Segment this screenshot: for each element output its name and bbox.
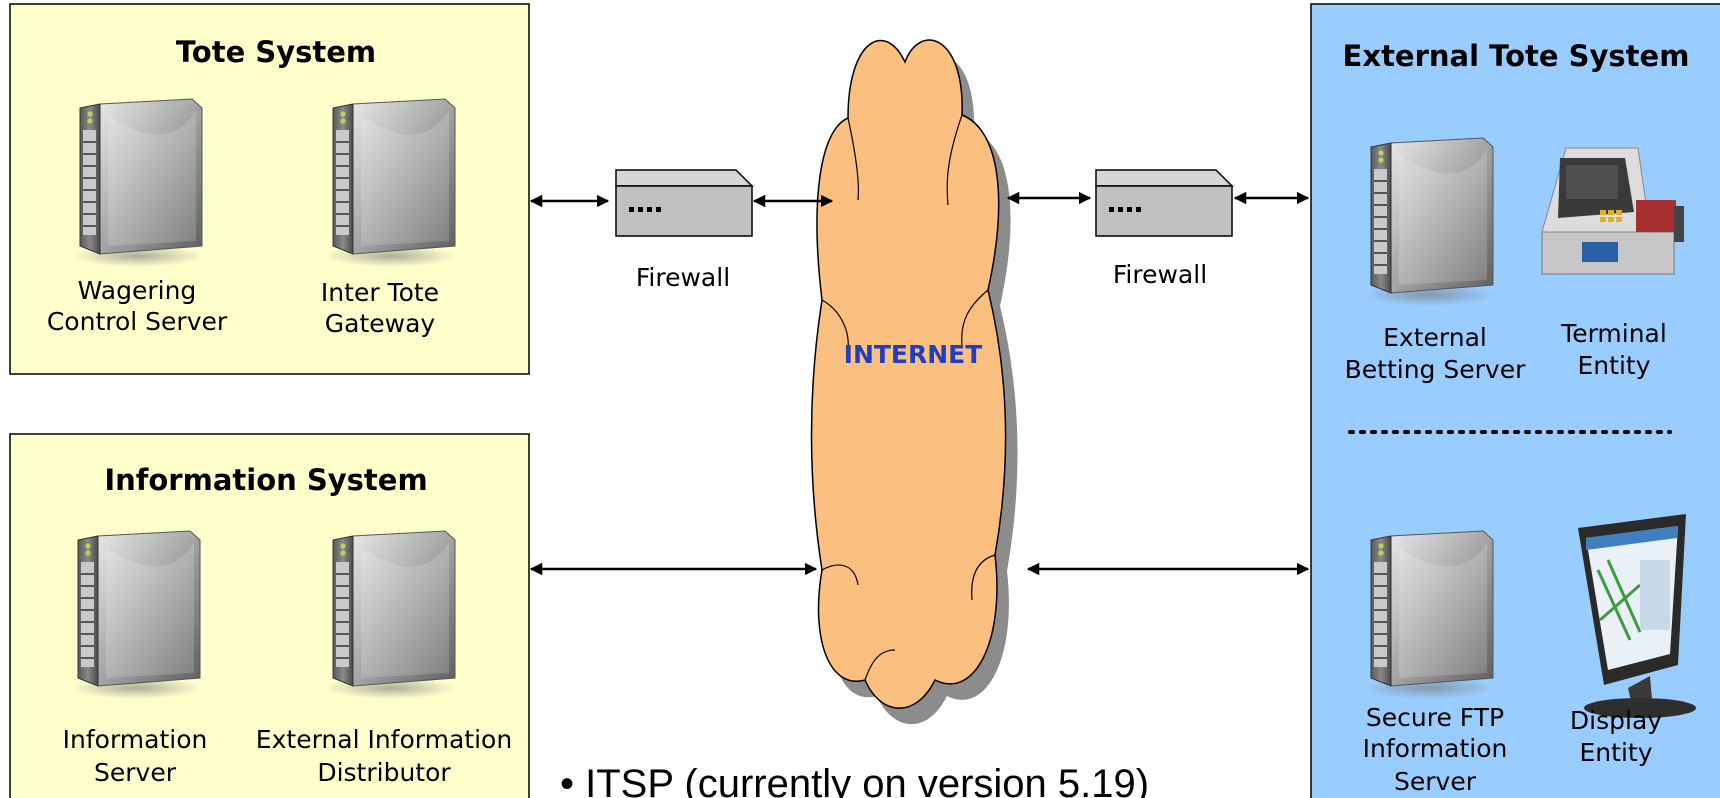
ftp-server-label-3: Server (1394, 767, 1477, 796)
external-information-distributor-icon (324, 530, 458, 700)
betting-server-label-2: Betting Server (1345, 355, 1526, 384)
information-server-label-1: Information (63, 725, 208, 754)
terminal-icon (1541, 147, 1684, 275)
external-tote-system-title: External Tote System (1343, 39, 1690, 73)
internet-cloud (810, 39, 1018, 725)
version-bullet: • ITSP (currently on version 5.19) (560, 762, 1149, 798)
information-server-label-2: Server (94, 758, 177, 787)
wagering-server-label-1: Wagering (78, 276, 197, 305)
information-server-icon (69, 530, 203, 700)
secure-ftp-server-icon (1362, 530, 1496, 700)
display-label-2: Entity (1580, 738, 1653, 767)
firewall-right-label: Firewall (1113, 260, 1207, 289)
display-label-1: Display (1570, 706, 1662, 735)
firewall-right-icon (1095, 169, 1234, 237)
betting-server-label-1: External (1383, 323, 1487, 352)
ftp-server-label-1: Secure FTP (1366, 703, 1504, 732)
distributor-label-1: External Information (256, 725, 512, 754)
internet-label: INTERNET (844, 340, 983, 369)
ftp-server-label-2: Information (1363, 734, 1508, 763)
firewall-left-label: Firewall (636, 263, 730, 292)
monitor-icon (1578, 514, 1696, 718)
distributor-label-2: Distributor (317, 758, 451, 787)
inter-tote-gateway-icon (324, 98, 458, 268)
information-system-title: Information System (104, 463, 427, 497)
terminal-label-2: Entity (1578, 351, 1651, 380)
terminal-label-1: Terminal (1560, 319, 1667, 348)
gateway-label-1: Inter Tote (321, 278, 439, 307)
firewall-left-icon (615, 169, 754, 237)
wagering-control-server-icon (71, 98, 205, 268)
wagering-server-label-2: Control Server (47, 307, 228, 336)
tote-system-title: Tote System (176, 35, 376, 69)
gateway-label-2: Gateway (325, 309, 436, 338)
external-betting-server-icon (1362, 137, 1496, 307)
